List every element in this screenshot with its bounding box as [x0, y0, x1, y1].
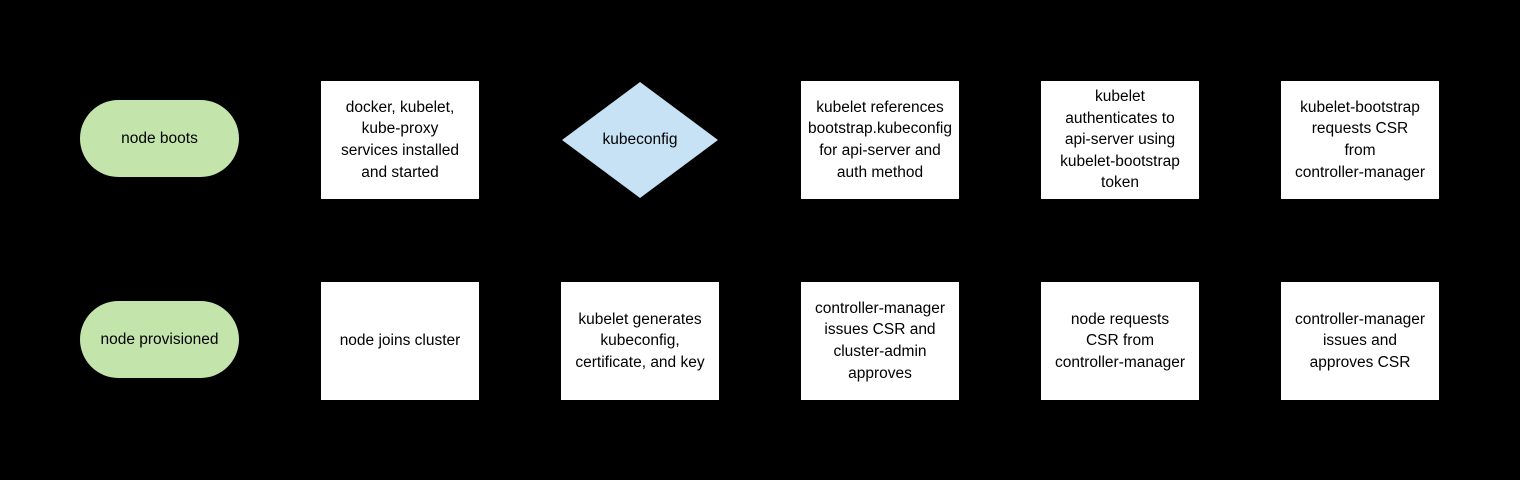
process-services-installed: docker, kubelet, kube-proxy services ins…: [321, 81, 479, 199]
terminator-node-boots: node boots: [80, 100, 239, 177]
terminator-node-provisioned: node provisioned: [80, 301, 239, 378]
process-kubelet-references-label: kubelet references bootstrap.kubeconfig …: [808, 98, 952, 181]
process-kubelet-authenticates-label: kubelet authenticates to api-server usin…: [1060, 88, 1180, 192]
process-controller-manager-issues-approves-csr: controller-manager issues and approves C…: [1281, 282, 1439, 400]
terminator-node-provisioned-label: node provisioned: [100, 330, 219, 348]
decision-kubeconfig-label: kubeconfig: [602, 131, 678, 149]
process-controller-manager-issues-approves-csr-label: controller-manager issues and approves C…: [1294, 310, 1426, 371]
process-services-installed-label: docker, kubelet, kube-proxy services ins…: [340, 98, 460, 181]
process-kubelet-authenticates: kubelet authenticates to api-server usin…: [1041, 81, 1199, 199]
decision-kubeconfig-diamond: kubeconfig: [562, 82, 718, 198]
process-node-joins-cluster: node joins cluster: [321, 282, 479, 400]
process-kubelet-references-bootstrap-kubeconfig: kubelet references bootstrap.kubeconfig …: [801, 81, 959, 199]
process-node-joins-cluster-label: node joins cluster: [339, 332, 461, 350]
process-node-requests-csr: node requests CSR from controller-manage…: [1041, 282, 1199, 400]
process-kubelet-bootstrap-requests-csr-label: kubelet-bootstrap requests CSR from cont…: [1294, 98, 1426, 181]
process-node-requests-csr-label: node requests CSR from controller-manage…: [1054, 310, 1186, 371]
process-controller-manager-issues-csr-admin-approves-label: controller-manager issues CSR and cluste…: [814, 299, 946, 382]
process-kubelet-generates-kubeconfig: kubelet generates kubeconfig, certificat…: [561, 282, 719, 400]
terminator-node-boots-label: node boots: [121, 129, 198, 147]
process-controller-manager-issues-csr-admin-approves: controller-manager issues CSR and cluste…: [801, 282, 959, 400]
process-kubelet-generates-kubeconfig-label: kubelet generates kubeconfig, certificat…: [575, 310, 705, 371]
process-kubelet-bootstrap-requests-csr: kubelet-bootstrap requests CSR from cont…: [1281, 81, 1439, 199]
